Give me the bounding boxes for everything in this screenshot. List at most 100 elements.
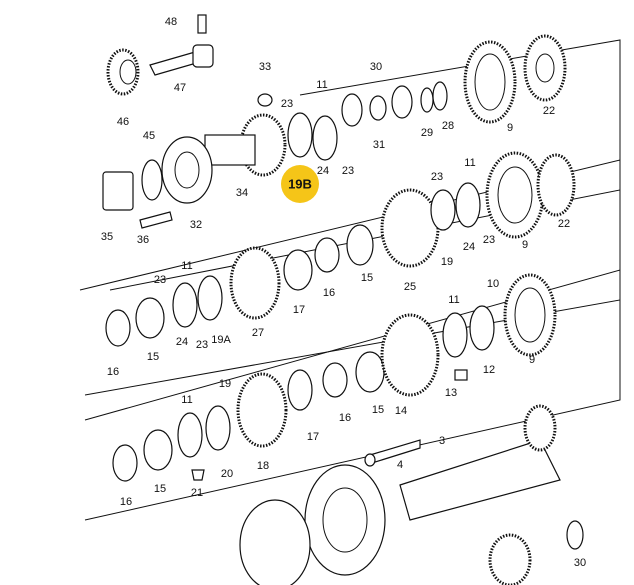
gear-25 bbox=[380, 188, 440, 268]
label[interactable]: 11 bbox=[316, 79, 327, 91]
ring-11 bbox=[442, 312, 468, 358]
label[interactable]: 28 bbox=[442, 120, 454, 132]
label[interactable]: 19 bbox=[441, 256, 453, 268]
synchro-19A bbox=[197, 275, 223, 321]
shaft-head-47 bbox=[192, 44, 214, 68]
gear-14 bbox=[380, 313, 440, 397]
label[interactable]: 15 bbox=[372, 404, 384, 416]
label[interactable]: 16 bbox=[339, 412, 351, 424]
ring-23b bbox=[430, 189, 456, 231]
label[interactable]: 11 bbox=[181, 260, 192, 272]
label[interactable]: 17 bbox=[307, 431, 319, 443]
highlight-marker[interactable] bbox=[281, 165, 319, 203]
label[interactable]: 22 bbox=[543, 105, 555, 117]
bearing-15b bbox=[135, 297, 165, 339]
label[interactable]: 34 bbox=[236, 187, 248, 199]
label-highlighted[interactable]: 19B bbox=[288, 176, 312, 191]
label[interactable]: 45 bbox=[143, 130, 155, 142]
label[interactable]: 11 bbox=[448, 294, 459, 306]
label[interactable]: 11 bbox=[464, 157, 475, 169]
key-13 bbox=[454, 369, 468, 381]
label[interactable]: 30 bbox=[574, 557, 586, 569]
label[interactable]: 32 bbox=[190, 219, 202, 231]
label[interactable]: 33 bbox=[259, 61, 271, 73]
label[interactable]: 9 bbox=[522, 239, 528, 251]
label[interactable]: 24 bbox=[317, 165, 329, 177]
bearing-15c bbox=[355, 351, 385, 393]
part-labels: 48 47 46 33 11 30 22 9 23 45 29 28 31 24… bbox=[101, 16, 586, 569]
shaft-34 bbox=[204, 134, 256, 166]
pin-48 bbox=[197, 14, 207, 34]
bolt-36 bbox=[139, 211, 173, 229]
label[interactable]: 15 bbox=[361, 272, 373, 284]
bearing-16 bbox=[314, 237, 340, 273]
label[interactable]: 13 bbox=[445, 387, 457, 399]
label[interactable]: 18 bbox=[257, 460, 269, 472]
label[interactable]: 11 bbox=[181, 394, 192, 406]
label[interactable]: 47 bbox=[174, 82, 186, 94]
bearing-15 bbox=[346, 224, 374, 266]
label[interactable]: 46 bbox=[117, 116, 129, 128]
label[interactable]: 22 bbox=[558, 218, 570, 230]
label[interactable]: 19 bbox=[219, 378, 231, 390]
ring-33 bbox=[257, 93, 273, 107]
ring-28 bbox=[432, 81, 448, 111]
label[interactable]: 16 bbox=[120, 496, 132, 508]
label[interactable]: 4 bbox=[397, 459, 403, 471]
synchro-10 bbox=[469, 305, 495, 351]
bearing-30a bbox=[341, 93, 363, 127]
label[interactable]: 31 bbox=[373, 139, 385, 151]
synchro-19 bbox=[205, 405, 231, 451]
washer-4 bbox=[364, 453, 376, 467]
label[interactable]: 36 bbox=[137, 234, 149, 246]
label[interactable]: 24 bbox=[463, 241, 475, 253]
label[interactable]: 16 bbox=[107, 366, 119, 378]
label[interactable]: 29 bbox=[421, 127, 433, 139]
label[interactable]: 27 bbox=[252, 327, 264, 339]
gear-27 bbox=[229, 246, 281, 320]
gear-17 bbox=[283, 249, 313, 291]
label[interactable]: 21 bbox=[191, 487, 203, 499]
bearing-31 bbox=[369, 95, 387, 121]
label[interactable]: 23 bbox=[154, 274, 166, 286]
label[interactable]: 20 bbox=[221, 468, 233, 480]
key-21 bbox=[191, 469, 205, 481]
label[interactable]: 48 bbox=[165, 16, 177, 28]
ring-23c bbox=[172, 282, 198, 328]
label[interactable]: 23 bbox=[483, 234, 495, 246]
ring-29 bbox=[420, 87, 434, 113]
bearing-16c bbox=[322, 362, 348, 398]
gear-18 bbox=[236, 372, 288, 448]
label[interactable]: 10 bbox=[487, 278, 499, 290]
label[interactable]: 25 bbox=[404, 281, 416, 293]
label[interactable]: 23 bbox=[342, 165, 354, 177]
label[interactable]: 12 bbox=[483, 364, 495, 376]
gasket bbox=[239, 499, 311, 585]
label[interactable]: 3 bbox=[439, 435, 445, 447]
label[interactable]: 23 bbox=[281, 98, 293, 110]
bearing-16d bbox=[112, 444, 138, 482]
label[interactable]: 14 bbox=[395, 405, 407, 417]
label[interactable]: 16 bbox=[323, 287, 335, 299]
ring-45 bbox=[141, 159, 163, 201]
label[interactable]: 23 bbox=[431, 171, 443, 183]
label[interactable]: 23 bbox=[196, 339, 208, 351]
label[interactable]: 30 bbox=[370, 61, 382, 73]
label[interactable]: 17 bbox=[293, 304, 305, 316]
ring-11b bbox=[177, 412, 203, 458]
label[interactable]: 24 bbox=[176, 336, 188, 348]
label[interactable]: 19A bbox=[211, 334, 231, 346]
label[interactable]: 15 bbox=[154, 483, 166, 495]
bearing-15d bbox=[143, 429, 173, 471]
parts bbox=[102, 14, 584, 585]
plate-35 bbox=[102, 171, 134, 211]
bearing-30b bbox=[391, 85, 413, 119]
hub-22b bbox=[536, 153, 576, 217]
label[interactable]: 35 bbox=[101, 231, 113, 243]
label[interactable]: 9 bbox=[529, 354, 535, 366]
gear-bottom bbox=[488, 533, 532, 585]
label[interactable]: 15 bbox=[147, 351, 159, 363]
label[interactable]: 9 bbox=[507, 122, 513, 134]
